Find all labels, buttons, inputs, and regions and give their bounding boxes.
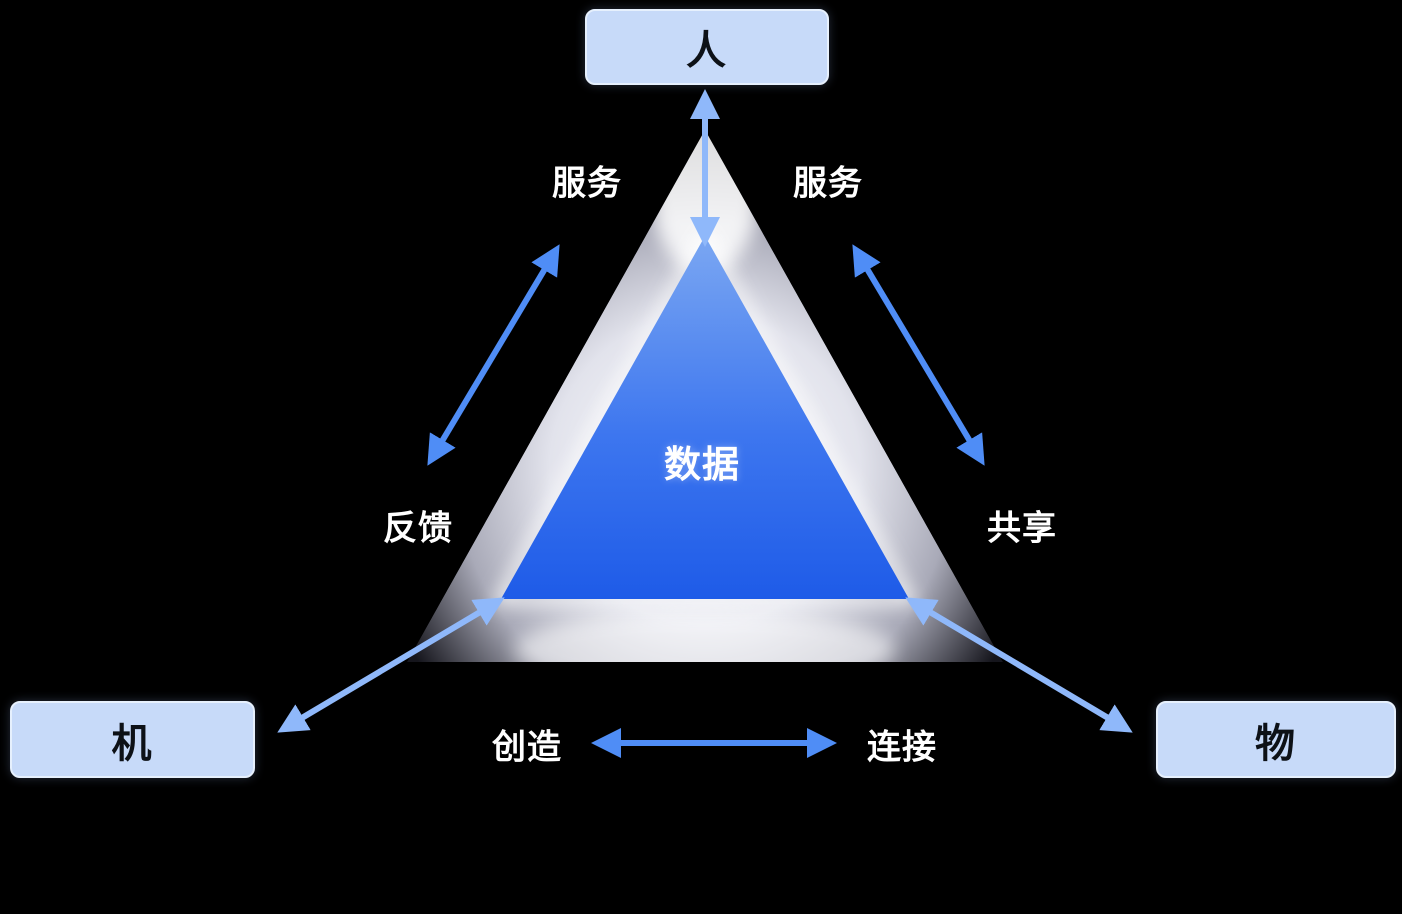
arrow-data-machine xyxy=(277,597,505,733)
triangle-inner xyxy=(501,236,909,599)
node-thing: 物 xyxy=(1156,701,1396,778)
label-feedback: 反馈 xyxy=(383,509,453,548)
node-machine: 机 xyxy=(10,701,255,778)
node-person-label: 人 xyxy=(686,29,728,73)
node-machine-label: 机 xyxy=(111,721,154,766)
label-create: 创造 xyxy=(492,728,562,767)
label-share: 共享 xyxy=(987,509,1057,548)
label-connect: 连接 xyxy=(867,728,937,767)
label-data-center: 数据 xyxy=(664,444,740,485)
node-thing-label: 物 xyxy=(1255,721,1297,766)
arrow-data-thing xyxy=(905,597,1133,733)
node-person: 人 xyxy=(585,9,829,85)
label-service-left: 服务 xyxy=(552,164,622,203)
arrow-service-feedback xyxy=(427,244,560,466)
arrow-service-share xyxy=(852,244,985,466)
triangle-base-highlight xyxy=(515,610,895,662)
label-service-right: 服务 xyxy=(793,164,863,203)
